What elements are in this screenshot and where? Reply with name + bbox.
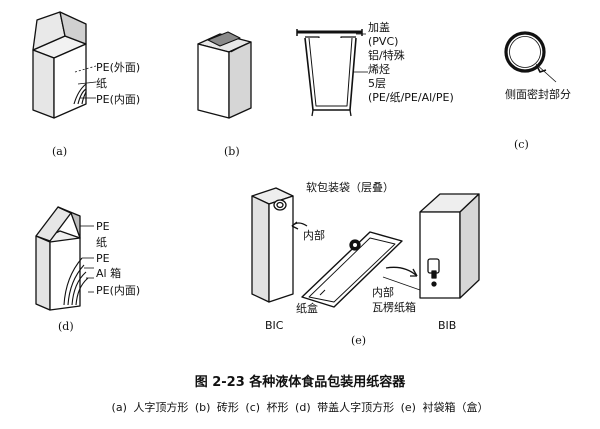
cup-container-c <box>296 29 368 117</box>
brick-carton-b <box>197 31 252 119</box>
cup-foil-label: 铝/特殊 <box>368 49 405 62</box>
layer-label-al-d: Al 箱 <box>96 267 122 280</box>
sublabel-b: (b) <box>224 145 240 158</box>
bib-label: BIB <box>438 319 457 332</box>
inner-label-right: 内部 <box>372 286 394 299</box>
gable-top-carton-a <box>32 11 97 119</box>
figure-caption-title: 图 2-23 各种液体食品包装用纸容器 <box>194 375 406 390</box>
layer-label-pe-outer-a: PE(外面) <box>96 61 141 74</box>
figure-caption-list: (a) 人字顶方形 (b) 砖形 (c) 杯形 (d) 带盖人字顶方形 (e) … <box>111 401 489 414</box>
cup-layer-count: 5层 <box>368 77 386 90</box>
cup-layer-list: (PE/纸/PE/Al/PE) <box>368 91 454 104</box>
ring-seal-label: 侧面密封部分 <box>505 88 571 101</box>
sublabel-a: (a) <box>52 145 68 158</box>
layer-label-pe-inner-d: PE(内面) <box>96 284 141 297</box>
gable-top-carton-d <box>35 206 94 311</box>
bib-box <box>419 193 480 299</box>
layer-label-paper-d: 纸 <box>96 236 107 249</box>
bic-carton <box>251 187 294 303</box>
carton-label: 纸盒 <box>296 302 318 315</box>
inner-label-left: 内部 <box>303 229 325 242</box>
cup-lid-label: 加盖 <box>368 21 390 34</box>
side-seal-ring-c <box>504 31 557 83</box>
flow-arrows <box>291 221 421 291</box>
cup-foil-label-2: 烯烃 <box>368 63 390 76</box>
flexible-bag <box>301 231 403 308</box>
sublabel-e: (e) <box>351 334 367 347</box>
layer-label-pe-d: PE <box>96 220 110 233</box>
layer-label-pe2-d: PE <box>96 252 110 265</box>
layer-label-pe-inner-a: PE(内面) <box>96 93 141 106</box>
bic-label: BIC <box>265 319 284 332</box>
layer-label-paper-a: 纸 <box>96 77 107 90</box>
cup-lid-material: (PVC) <box>368 35 399 48</box>
sublabel-d: (d) <box>58 320 74 333</box>
corrugated-label: 瓦楞纸箱 <box>372 301 416 314</box>
sublabel-c: (c) <box>514 138 529 151</box>
bag-label: 软包装袋（层叠） <box>306 181 394 194</box>
